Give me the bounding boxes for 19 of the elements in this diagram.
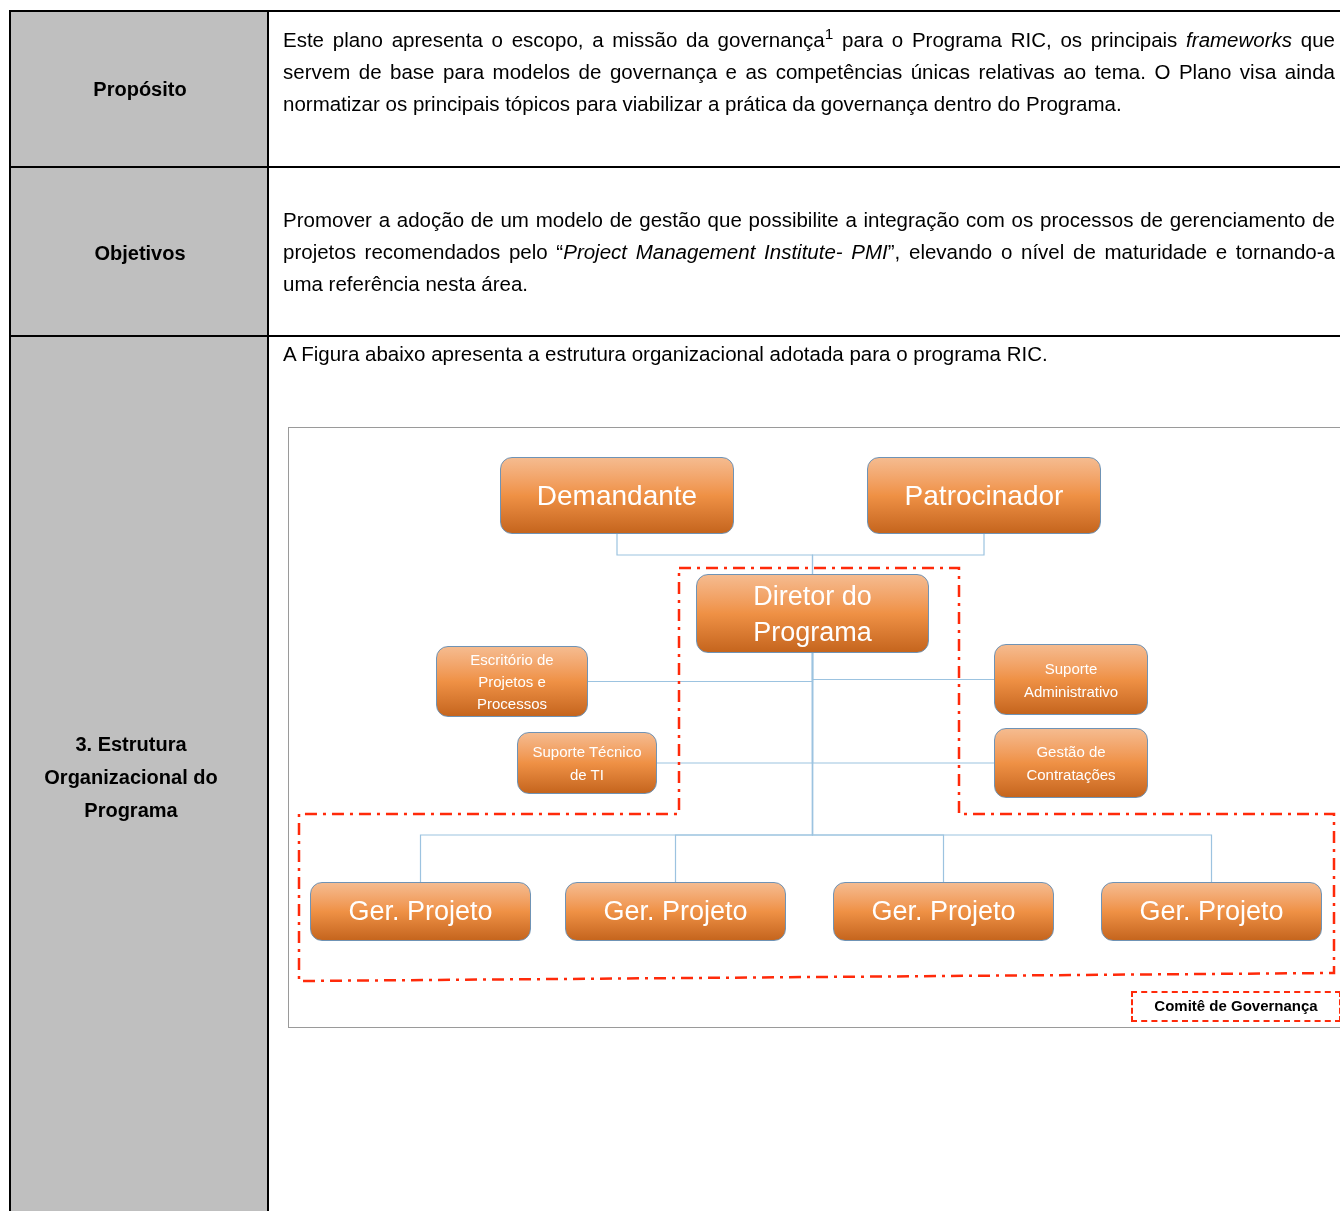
connector-line [811,533,985,575]
row-header: Propósito [92,77,188,102]
row-header: 3. Estrutura Organizacional do Programa [43,732,219,823]
legend-key: Comitê de Governança [1131,991,1340,1022]
paragraph: Promover a adoção de um modelo de gestão que possibilite a integração com os processos de gerenciamento de projetos recomendados pelo “Project Management Institute- PMI”, elevando o nível de maturidade e tornando-a uma referência nesta área. [283,207,1335,297]
org-box: Diretor do Programa [696,574,929,653]
org-box: Demandante [500,457,734,534]
org-box: Ger. Projeto [1101,882,1322,941]
org-box: Patrocinador [867,457,1101,534]
org-box: Ger. Projeto [833,882,1054,941]
org-box: Ger. Projeto [310,882,531,941]
paragraph: A Figura abaixo apresenta a estrutura organizacional adotada para o programa RIC. [283,341,1049,367]
org-box: Gestão de Contratações [994,728,1148,798]
row-header: Objetivos [93,241,187,266]
org-box: Suporte Técnico de TI [517,732,657,794]
org-box: Escritório de Projetos e Processos [436,646,588,717]
paragraph: Este plano apresenta o escopo, a missão da governança$^{1}$ para o Programa RIC, os principais frameworks que servem de base para modelos de governança e as competências únicas relativas ao tema. O Plano visa ainda normatizar os principais tópicos para viabilizar a prática da governança dentro do Programa. [283,24,1335,117]
org-box: Ger. Projeto [565,882,786,941]
org-box: Suporte Administrativo [994,644,1148,715]
